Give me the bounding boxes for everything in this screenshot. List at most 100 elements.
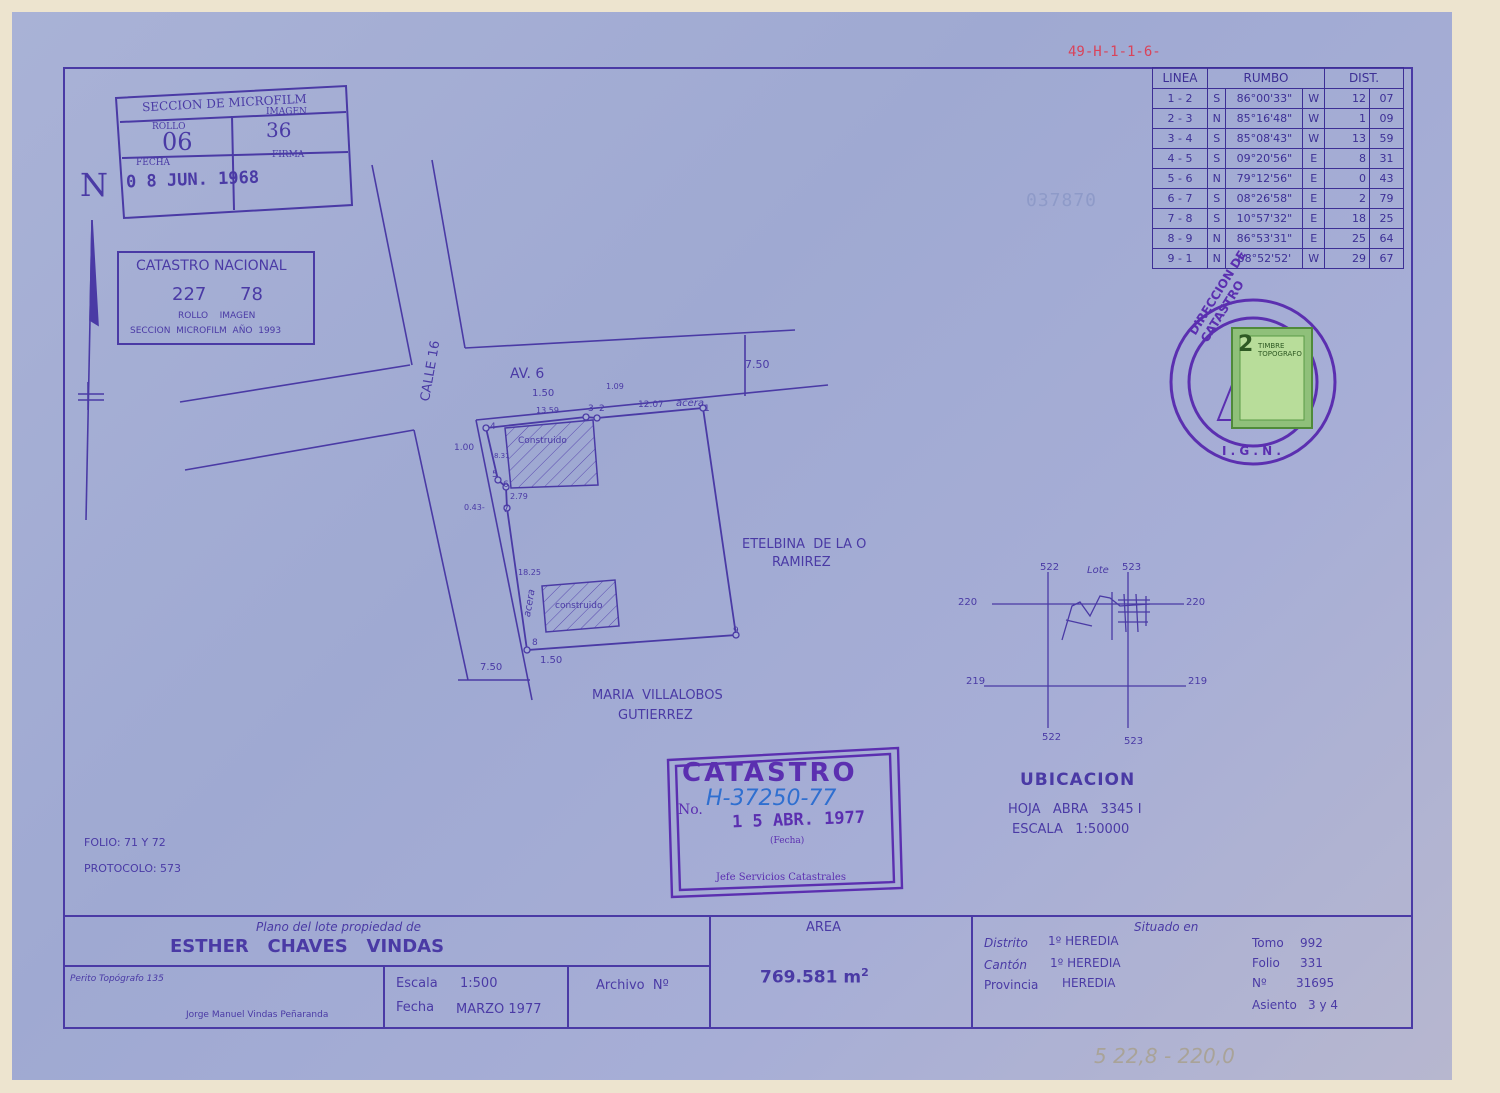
- cell-angle: 09°20'56": [1225, 148, 1304, 169]
- point-5: 5: [492, 470, 498, 480]
- cell-dec: 43: [1369, 168, 1404, 189]
- escala-value: 1:500: [460, 976, 498, 991]
- tomo-label: Tomo: [1252, 936, 1284, 950]
- folio-value: 331: [1300, 956, 1323, 970]
- provincia-label: Provincia: [984, 978, 1039, 992]
- cell-dist: 18: [1324, 208, 1370, 229]
- cell-ns: S: [1206, 148, 1227, 169]
- neighbor-south-line2: GUTIERREZ: [618, 708, 693, 723]
- catastro-nacional-rollo: 227: [172, 284, 207, 305]
- point-4: 4: [490, 422, 496, 432]
- tomo-value: 992: [1300, 936, 1323, 950]
- cell-dist: 1: [1324, 108, 1370, 129]
- area-value: 769.581 m2: [760, 966, 869, 988]
- cell-linea: 5 - 6: [1152, 168, 1208, 189]
- asiento-label: Asiento: [1252, 998, 1297, 1012]
- loc-522-top: 522: [1040, 562, 1060, 573]
- catastro-stamp-fecha-label: (Fecha): [770, 836, 805, 846]
- tax-stamp-text2: TOPOGRAFO: [1258, 350, 1302, 358]
- calle-16-east-edge: [431, 159, 466, 349]
- tax-stamp-value: 2: [1238, 332, 1254, 357]
- area-label: AREA: [806, 920, 842, 935]
- catastro-nacional-footer: SECCION MICROFILM AÑO 1993: [130, 326, 282, 336]
- seg-831: 8.31: [494, 452, 510, 460]
- loc-220-right: 220: [1186, 597, 1206, 608]
- catastro-nacional-title: CATASTRO NACIONAL: [136, 258, 287, 274]
- calle-16-west-edge: [371, 164, 413, 366]
- dim-750-bottom: 7.50: [480, 662, 503, 673]
- canton-label: Cantón: [984, 958, 1027, 972]
- point-9: 9: [733, 626, 739, 636]
- microfilm-rollo-value: 06: [162, 128, 193, 156]
- col-linea: LINEA: [1152, 67, 1208, 89]
- loc-219-left: 219: [966, 676, 986, 687]
- escala-label: Escala: [396, 976, 438, 991]
- provincia-value: HEREDIA: [1062, 976, 1116, 990]
- bottom-pencil-note: 5 22,8 - 220,0: [1094, 1044, 1235, 1068]
- seg-279: 2.79: [510, 492, 528, 501]
- ign-bottom-text: I . G . N .: [1222, 444, 1281, 458]
- owner-name: ESTHER CHAVES VINDAS: [170, 936, 445, 957]
- loc-522-bottom: 522: [1042, 732, 1062, 743]
- point-7: 7: [503, 505, 509, 515]
- dim-750-top: 7.50: [745, 358, 770, 371]
- cell-angle: 10°57'32": [1225, 208, 1304, 229]
- cell-ew: W: [1302, 108, 1325, 129]
- folio-note: FOLIO: 71 Y 72: [84, 836, 166, 849]
- cell-linea: 1 - 2: [1152, 88, 1208, 109]
- cell-angle: 79°12'56": [1225, 168, 1304, 189]
- distrito-value: 1º HEREDIA: [1048, 934, 1119, 948]
- acera-top-label: acera: [676, 398, 705, 409]
- ubicacion-hoja: HOJA ABRA 3345 I: [1008, 802, 1142, 817]
- dim-109: 1.09: [606, 382, 624, 391]
- cell-angle: 08°52'52': [1225, 248, 1304, 269]
- cell-linea: 4 - 5: [1152, 148, 1208, 169]
- protocolo-note: PROTOCOLO: 573: [84, 862, 182, 875]
- microfilm-rollo-label: ROLLO: [152, 122, 186, 132]
- catastro-nacional-sub: ROLLO IMAGEN: [178, 311, 256, 321]
- catastro-stamp-frame: [666, 746, 904, 899]
- loc-220-left: 220: [958, 597, 978, 608]
- catastro-stamp-number: H-37250-77: [706, 786, 837, 811]
- header-reference: 49-H-1-1-6-: [1068, 44, 1161, 60]
- cell-dec: 67: [1369, 248, 1404, 269]
- cell-dec: 64: [1369, 228, 1404, 249]
- cell-angle: 85°08'43": [1225, 128, 1304, 149]
- cell-ns: N: [1206, 108, 1227, 129]
- cell-ns: N: [1206, 228, 1227, 249]
- no-value: 31695: [1296, 976, 1335, 990]
- av-6-north-edge: [464, 329, 796, 349]
- neighbor-east-line1: ETELBINA DE LA O: [742, 537, 867, 552]
- dim-150-bottom: 1.50: [540, 655, 563, 666]
- cell-ew: E: [1302, 208, 1325, 229]
- loc-523-bottom: 523: [1124, 736, 1144, 747]
- loc-523-top: 523: [1122, 562, 1142, 573]
- fecha-label: Fecha: [396, 1000, 435, 1015]
- microfilm-stamp-frame: [114, 84, 354, 220]
- cell-ns: N: [1206, 248, 1227, 269]
- acera-west: [475, 419, 533, 701]
- cell-dec: 59: [1369, 128, 1404, 149]
- lot-boundary: [484, 407, 738, 651]
- microfilm-fecha-label: FECHA: [136, 158, 171, 168]
- seg-1359: 13.59: [536, 406, 559, 415]
- catastro-stamp-signer: Jefe Servicios Catastrales: [716, 872, 846, 883]
- outer-frame: [63, 67, 1413, 1029]
- cell-dec: 09: [1369, 108, 1404, 129]
- area-number: 769.581: [760, 967, 838, 988]
- archivo-label: Archivo Nº: [596, 978, 669, 993]
- cell-dist: 8: [1324, 148, 1370, 169]
- construido-building-2: [541, 579, 620, 633]
- construido-1-label: Construido: [518, 436, 567, 446]
- microfilm-imagen-value: 36: [266, 118, 292, 142]
- neighbor-east-line2: RAMIREZ: [772, 555, 831, 570]
- microfilm-firma-label: FIRMA: [272, 150, 305, 160]
- point-8: 8: [532, 638, 538, 648]
- cell-dist: 0: [1324, 168, 1370, 189]
- ghost-stamp-number: 037870: [1026, 190, 1098, 211]
